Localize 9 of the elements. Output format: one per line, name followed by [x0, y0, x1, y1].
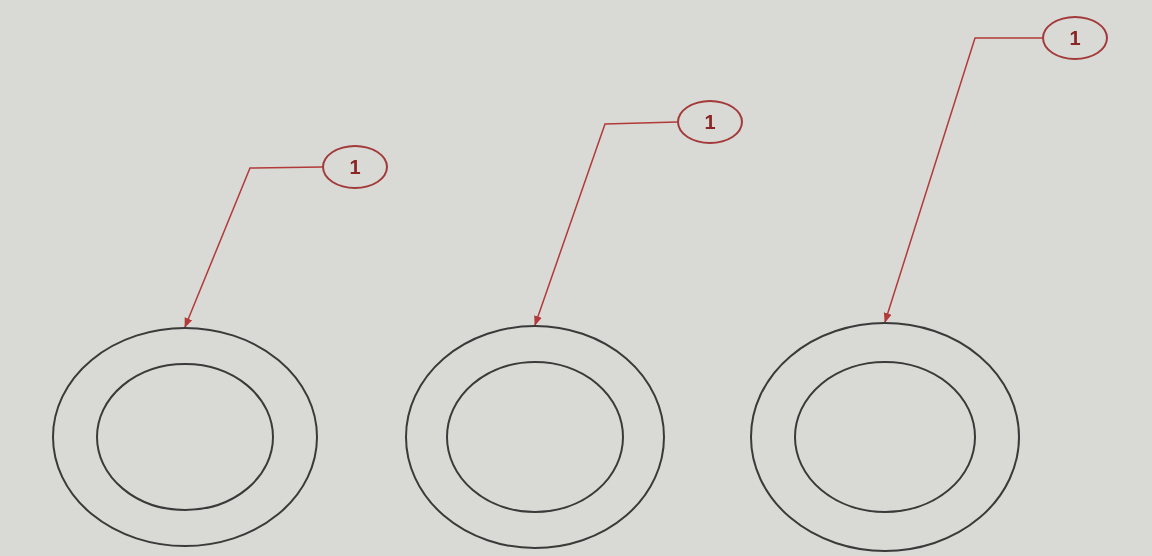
ring: [52, 327, 318, 547]
callout-number: 1: [1042, 16, 1108, 60]
leader-line: [534, 121, 678, 326]
leader-line: [184, 166, 323, 328]
callout-number: 1: [677, 100, 743, 144]
callout-number: 1: [322, 145, 388, 189]
ring: [405, 325, 665, 549]
leader-line: [883, 37, 1043, 323]
ring: [750, 322, 1020, 552]
